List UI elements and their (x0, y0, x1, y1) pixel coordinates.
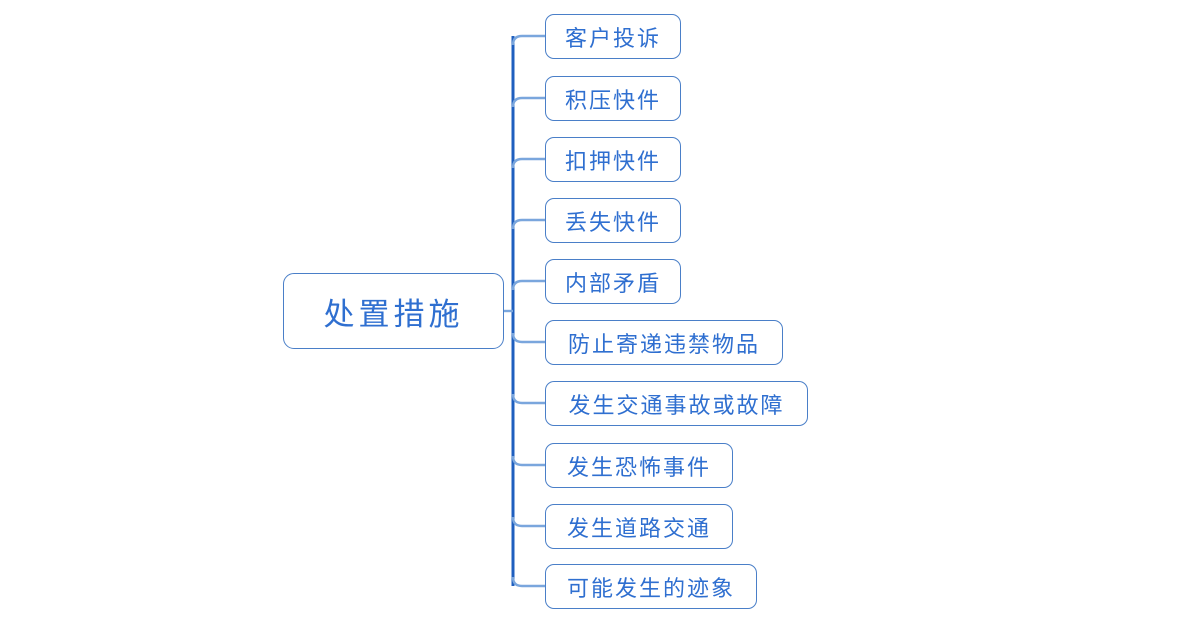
child-node-7[interactable]: 发生交通事故或故障 (545, 381, 808, 426)
branch-line-10 (511, 576, 545, 588)
root-node-label: 处置措施 (323, 296, 464, 333)
child-node-9[interactable]: 发生道路交通 (545, 504, 733, 549)
child-node-10[interactable]: 可能发生的迹象 (545, 564, 757, 609)
branch-line-2 (511, 96, 545, 108)
branch-line-7 (511, 393, 545, 405)
child-node-label: 可能发生的迹象 (566, 576, 735, 602)
child-node-8[interactable]: 发生恐怖事件 (545, 443, 733, 488)
branch-line-4 (511, 218, 545, 230)
child-node-label: 扣押快件 (564, 149, 661, 175)
child-node-2[interactable]: 积压快件 (545, 76, 681, 121)
child-node-label: 积压快件 (564, 88, 661, 114)
child-node-1[interactable]: 客户投诉 (545, 14, 681, 59)
child-node-5[interactable]: 内部矛盾 (545, 259, 681, 304)
child-node-label: 发生道路交通 (566, 516, 711, 542)
branch-line-6 (511, 332, 545, 344)
branch-line-8 (511, 455, 545, 467)
child-node-label: 发生恐怖事件 (566, 455, 711, 481)
root-node[interactable]: 处置措施 (283, 273, 504, 349)
child-node-label: 防止寄递违禁物品 (567, 332, 760, 358)
child-node-label: 丢失快件 (564, 210, 661, 236)
branch-line-3 (511, 157, 545, 169)
branch-line-5 (511, 279, 545, 291)
child-node-3[interactable]: 扣押快件 (545, 137, 681, 182)
child-node-label: 发生交通事故或故障 (568, 393, 785, 419)
child-node-label: 内部矛盾 (564, 271, 661, 297)
branch-line-9 (511, 516, 545, 528)
branch-line-1 (511, 34, 545, 46)
child-node-label: 客户投诉 (564, 26, 661, 52)
child-node-6[interactable]: 防止寄递违禁物品 (545, 320, 783, 365)
child-node-4[interactable]: 丢失快件 (545, 198, 681, 243)
